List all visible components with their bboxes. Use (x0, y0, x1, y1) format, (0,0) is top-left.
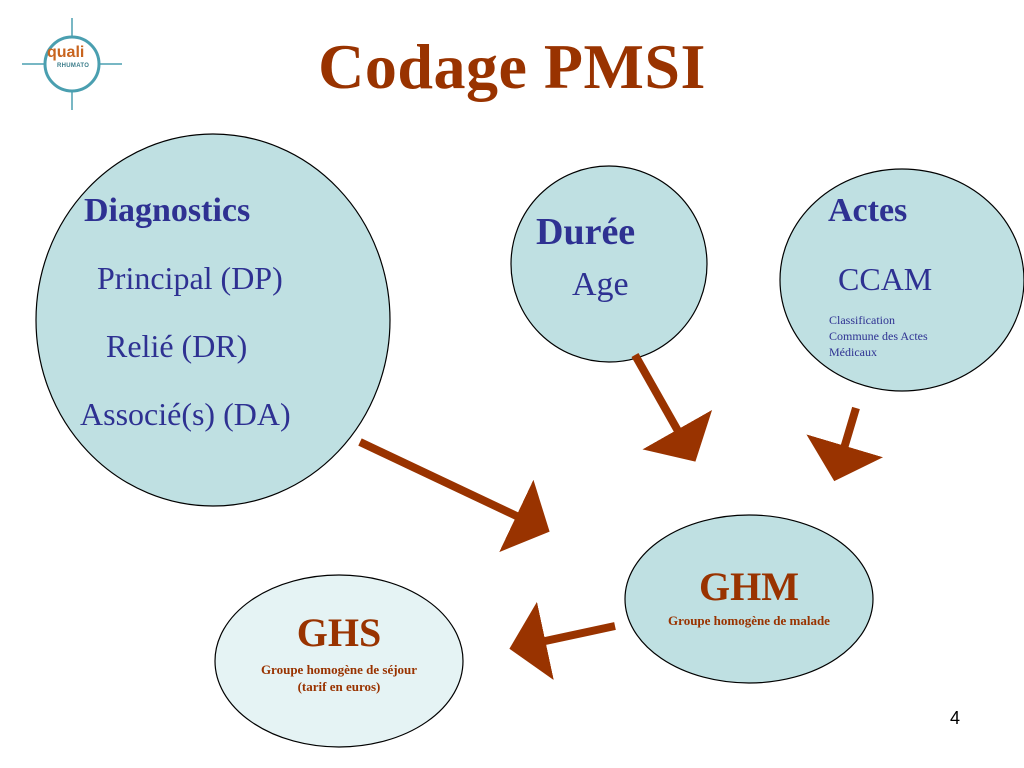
ghs-subtitle: Groupe homogène de séjour (tarif en euro… (215, 661, 463, 695)
diagnostics-item-relie: Relié (DR) (106, 328, 248, 364)
quali-rhumato-logo (22, 18, 122, 110)
duree-heading: Durée (536, 211, 636, 253)
duree-circle (510, 165, 708, 363)
actes-detail: Classification Commune des Actes Médicau… (829, 312, 928, 360)
actes-detail-line: Classification (829, 313, 895, 327)
actes-detail-line: Commune des Actes (829, 329, 928, 343)
ghs-ellipse (214, 574, 464, 748)
diagnostics-item-associes: Associé(s) (DA) (80, 396, 291, 432)
actes-circle (779, 168, 1024, 392)
arrow-duree-to-ghm (631, 353, 713, 462)
ghm-subtitle: Groupe homogène de malade (668, 613, 830, 628)
diagnostics-heading: Diagnostics (84, 192, 251, 229)
arrow-ghm-to-ghs (509, 601, 616, 681)
ghs-subtitle-line: Groupe homogène de séjour (260, 662, 418, 677)
ghm-heading: GHM (699, 564, 799, 609)
logo-text-rhumato: RHUMATO (57, 63, 90, 69)
actes-subtitle: CCAM (838, 261, 933, 297)
diagnostics-circle (35, 133, 391, 507)
ghs-heading: GHS (296, 610, 382, 655)
actes-detail-line: Médicaux (829, 345, 877, 359)
actes-heading: Actes (828, 192, 908, 229)
arrow-diagnostics-to-ghm (358, 438, 550, 553)
ghm-ellipse (624, 514, 874, 684)
page-title: Codage PMSI (318, 31, 706, 102)
ghs-subtitle-line: (tarif en euros) (297, 679, 381, 694)
logo-text-quali: quali (47, 44, 85, 61)
duree-subtitle: Age (572, 266, 629, 303)
arrow-actes-to-ghm (806, 406, 884, 482)
diagnostics-item-principal: Principal (DP) (97, 260, 283, 296)
page-number: 4 (950, 708, 961, 728)
